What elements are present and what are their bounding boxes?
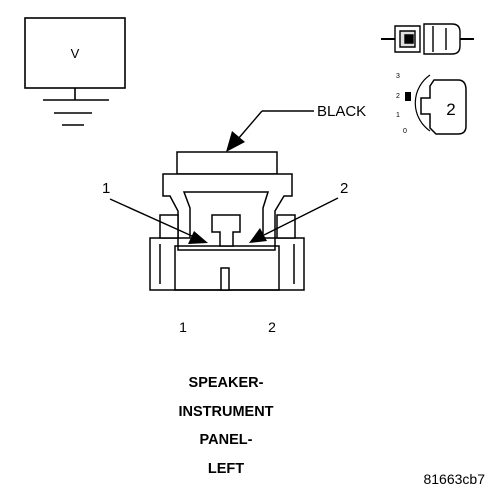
cavity-gauge-marker <box>405 92 411 101</box>
connector-polarization-slot <box>220 267 230 291</box>
cavity-count-label: 2 <box>446 100 455 119</box>
connector-color-label: BLACK <box>317 103 366 120</box>
connector-face <box>149 151 305 291</box>
voltmeter-symbol: V <box>24 17 126 126</box>
figure-code: 81663cb7 <box>423 471 485 487</box>
cavity-gauge-arc <box>414 74 431 132</box>
connector-caption: SPEAKER- INSTRUMENT PANEL- LEFT <box>178 375 273 477</box>
cavity-scale-3: 3 <box>396 73 400 80</box>
connector-plug-icon <box>381 23 474 55</box>
ground-icon <box>43 99 109 126</box>
connector-lock-tab <box>176 151 278 175</box>
caption-line-3: PANEL- <box>200 432 253 448</box>
terminal-block-left <box>159 214 179 239</box>
caption-line-1: SPEAKER- <box>189 375 264 391</box>
callout-label-pin-1: 1 <box>102 180 110 197</box>
connector-latch-frame <box>162 173 293 239</box>
callout-arrowhead-pin-2 <box>249 228 267 243</box>
terminal-block-right <box>276 214 296 239</box>
cavity-scale-2: 2 <box>396 93 400 100</box>
callout-label-pin-2: 2 <box>340 180 348 197</box>
pin-number-2: 2 <box>268 319 276 335</box>
caption-line-4: LEFT <box>208 461 244 477</box>
color-leader-arrowhead <box>226 131 245 152</box>
callout-arrow-pin-1-shaft <box>109 198 193 237</box>
voltmeter-label: V <box>71 46 80 61</box>
callout-arrowhead-pin-1 <box>188 231 208 244</box>
cavity-count-icon: 3 2 1 0 2 <box>396 73 467 135</box>
color-leader-arrow-shaft <box>237 110 263 140</box>
cavity-key-shape <box>420 79 467 135</box>
callout-arrow-pin-2-shaft <box>263 197 339 236</box>
caption-line-2: INSTRUMENT <box>178 404 273 420</box>
cavity-scale-1: 1 <box>396 112 400 119</box>
pin-number-1: 1 <box>179 319 187 335</box>
connector-center-key <box>211 214 241 247</box>
cavity-scale-0: 0 <box>403 128 407 135</box>
